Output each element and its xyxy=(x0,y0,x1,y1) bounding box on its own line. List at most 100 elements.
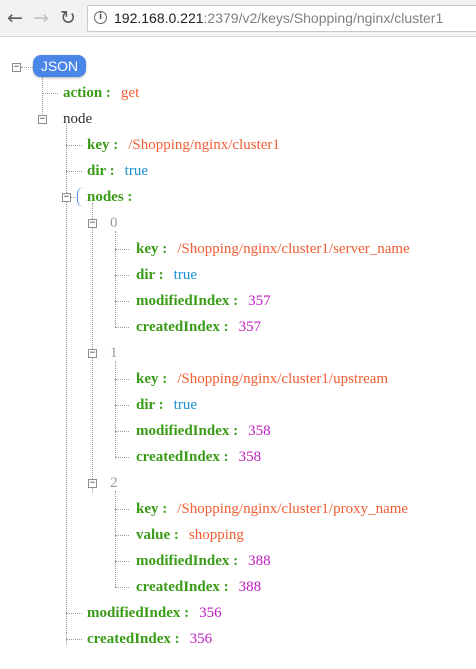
tree-line xyxy=(42,77,43,124)
tree-row-node-dir: dir : true xyxy=(87,162,148,180)
child-dir-value: true xyxy=(173,397,197,413)
child-modified-label: modifiedIndex : xyxy=(136,293,239,309)
node-label: node xyxy=(63,111,93,127)
reload-button[interactable]: ↻ xyxy=(56,6,80,30)
node-created-label: createdIndex : xyxy=(87,631,180,647)
back-button[interactable]: ← xyxy=(3,6,27,30)
node-modified-label: modifiedIndex : xyxy=(87,605,190,621)
child-dir-label: dir : xyxy=(136,397,164,413)
child-dir-value: true xyxy=(173,267,197,283)
child-value-value: shopping xyxy=(188,527,244,543)
tree-row-action: action : get xyxy=(63,84,139,102)
child-2-index: 2 xyxy=(110,474,118,492)
array-brace-marker xyxy=(77,187,84,207)
url-host: 192.168.0.221 xyxy=(114,10,204,26)
tree-row-child-2-key: key : /Shopping/nginx/cluster1/proxy_name xyxy=(136,500,408,518)
url-path: :2379/v2/keys/Shopping/nginx/cluster1 xyxy=(203,10,444,26)
tree-row-child-1-created: createdIndex : 358 xyxy=(136,448,261,466)
tree-row-child-1-modified: modifiedIndex :358 xyxy=(136,422,271,440)
tree-row-node-created: createdIndex : 356 xyxy=(87,630,212,648)
reload-icon: ↻ xyxy=(60,7,76,29)
url-text: 192.168.0.221:2379/v2/keys/Shopping/ngin… xyxy=(114,6,443,31)
tree-line xyxy=(115,561,129,562)
tree-line xyxy=(115,379,129,380)
child-key-label: key : xyxy=(136,241,168,257)
child-modified-value: 357 xyxy=(248,293,271,309)
child-index-label: 1 xyxy=(110,345,118,361)
node-key-value: /Shopping/nginx/cluster1 xyxy=(128,137,280,153)
tree-line xyxy=(115,249,129,250)
tree-line xyxy=(115,275,129,276)
child-created-value: 357 xyxy=(238,319,262,335)
tree-line xyxy=(115,301,129,302)
tree-line xyxy=(115,405,129,406)
child-key-label: key : xyxy=(136,371,168,387)
child-key-value: /Shopping/nginx/cluster1/server_name xyxy=(177,241,410,257)
tree-line xyxy=(66,124,67,645)
child-0-index: 0 xyxy=(110,214,118,232)
child-key-value: /Shopping/nginx/cluster1/upstream xyxy=(177,371,389,387)
info-icon[interactable]: i xyxy=(94,11,107,24)
arrow-right-icon: → xyxy=(33,7,49,29)
child-modified-value: 358 xyxy=(248,423,271,439)
tree-line xyxy=(92,203,93,493)
child-created-label: createdIndex : xyxy=(136,449,229,465)
json-root-badge[interactable]: JSON xyxy=(33,55,86,77)
address-bar[interactable]: i 192.168.0.221:2379/v2/keys/Shopping/ng… xyxy=(87,5,476,32)
arrow-left-icon: ← xyxy=(7,7,23,29)
node-dir-label: dir : xyxy=(87,163,115,179)
tree-row-child-0-dir: dir : true xyxy=(136,266,197,284)
collapse-root-toggle[interactable]: − xyxy=(12,62,21,72)
tree-line xyxy=(115,431,129,432)
tree-row-node-modified: modifiedIndex : 356 xyxy=(87,604,222,622)
child-key-label: key : xyxy=(136,501,168,517)
action-value: get xyxy=(120,85,140,101)
tree-row-child-0-modified: modifiedIndex : 357 xyxy=(136,292,271,310)
json-tree-viewer: − JSON action : get − node key : /Shopping… xyxy=(0,37,476,669)
tree-row-child-2-created: createdIndex : 388 xyxy=(136,578,261,596)
child-modified-label: modifiedIndex : xyxy=(136,553,239,569)
forward-button[interactable]: → xyxy=(29,6,53,30)
tree-row-child-1-dir: dir : true xyxy=(136,396,197,414)
tree-row-nodes: nodes : xyxy=(87,188,132,206)
collapse-child-1-toggle[interactable]: − xyxy=(88,348,97,358)
action-key: action : xyxy=(63,85,111,101)
node-modified-value: 356 xyxy=(199,605,222,621)
collapse-node-toggle[interactable]: − xyxy=(38,114,47,124)
child-value-label: value : xyxy=(136,527,179,543)
child-created-label: createdIndex : xyxy=(136,319,229,335)
child-created-value: 358 xyxy=(238,449,262,465)
child-modified-value: 388 xyxy=(248,553,271,569)
node-created-value: 356 xyxy=(189,631,213,647)
child-index-label: 2 xyxy=(110,475,118,491)
tree-row-child-0-key: key : /Shopping/nginx/cluster1/server_nam… xyxy=(136,240,410,258)
child-dir-label: dir : xyxy=(136,267,164,283)
tree-line xyxy=(115,361,116,457)
tree-row-child-2-modified: modifiedIndex : 388 xyxy=(136,552,271,570)
tree-line xyxy=(115,535,129,536)
tree-line xyxy=(115,587,129,588)
tree-line xyxy=(115,457,129,458)
child-index-label: 0 xyxy=(110,215,118,231)
collapse-child-0-toggle[interactable]: − xyxy=(88,218,97,228)
tree-line xyxy=(115,491,116,587)
browser-toolbar: ← → ↻ i 192.168.0.221:2379/v2/keys/Shopp… xyxy=(0,0,476,37)
tree-line xyxy=(115,231,116,327)
tree-line xyxy=(66,171,82,172)
child-created-label: createdIndex : xyxy=(136,579,229,595)
child-created-value: 388 xyxy=(238,579,262,595)
tree-row-child-1-key: key : /Shopping/nginx/cluster1/upstream xyxy=(136,370,388,388)
node-dir-value: true xyxy=(124,163,148,179)
tree-line xyxy=(66,613,82,614)
tree-line xyxy=(115,509,129,510)
collapse-nodes-toggle[interactable]: − xyxy=(62,192,71,202)
tree-row-node-key: key : /Shopping/nginx/cluster1 xyxy=(87,136,280,154)
tree-row-node: node xyxy=(63,110,92,128)
tree-line xyxy=(66,639,82,640)
nodes-label: nodes : xyxy=(87,189,133,205)
child-key-value: /Shopping/nginx/cluster1/proxy_name xyxy=(177,501,409,517)
node-key-label: key : xyxy=(87,137,119,153)
child-1-index: 1 xyxy=(110,344,118,362)
collapse-child-2-toggle[interactable]: − xyxy=(88,478,97,488)
tree-line xyxy=(66,197,76,198)
